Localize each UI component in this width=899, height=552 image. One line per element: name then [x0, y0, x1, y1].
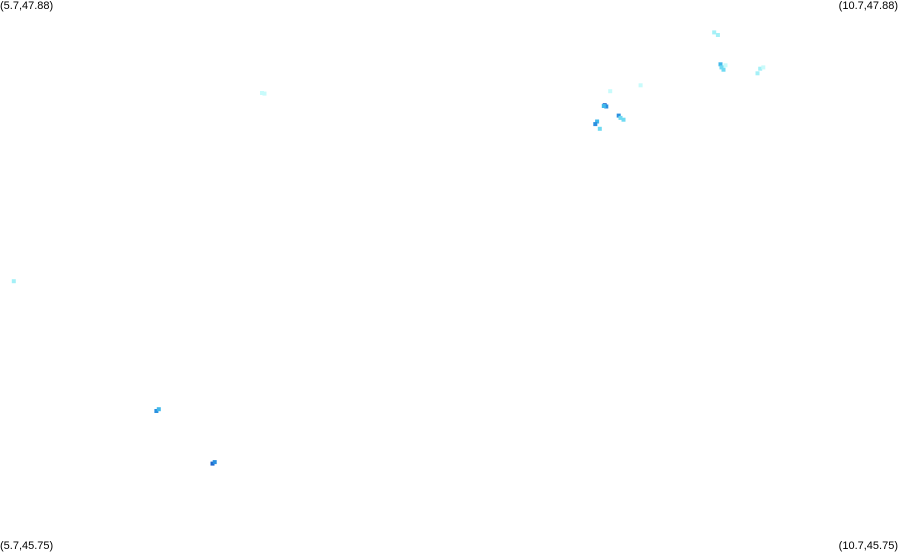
data-point-5	[721, 67, 726, 72]
corner-label-bottom-left: (5.7,45.75)	[0, 540, 54, 552]
corner-label-top-left: (5.7,47.88)	[0, 0, 54, 12]
data-point-18	[621, 117, 626, 122]
data-point-20	[593, 122, 598, 127]
data-point-9	[260, 91, 264, 95]
data-point-4	[723, 63, 728, 68]
data-point-1	[715, 33, 720, 37]
data-point-24	[156, 407, 161, 412]
data-point-21	[597, 126, 602, 131]
corner-label-bottom-right: (10.7,45.75)	[838, 540, 898, 552]
data-point-12	[608, 89, 613, 94]
corner-label-top-right: (10.7,47.88)	[838, 0, 898, 12]
data-point-0	[712, 30, 717, 35]
data-point-26	[212, 460, 217, 465]
data-point-17	[618, 115, 623, 120]
data-point-8	[755, 71, 760, 76]
data-point-19	[595, 119, 600, 124]
data-point-2	[718, 62, 723, 67]
data-point-10	[262, 91, 267, 96]
data-point-22	[11, 279, 16, 284]
data-point-7	[761, 65, 766, 70]
data-point-6	[758, 66, 763, 71]
data-point-16	[616, 113, 621, 118]
data-point-23	[154, 409, 159, 413]
data-point-25	[210, 461, 215, 466]
data-point-11	[638, 83, 643, 88]
data-point-14	[604, 104, 609, 109]
data-point-15	[601, 104, 606, 108]
data-point-3	[719, 65, 724, 70]
